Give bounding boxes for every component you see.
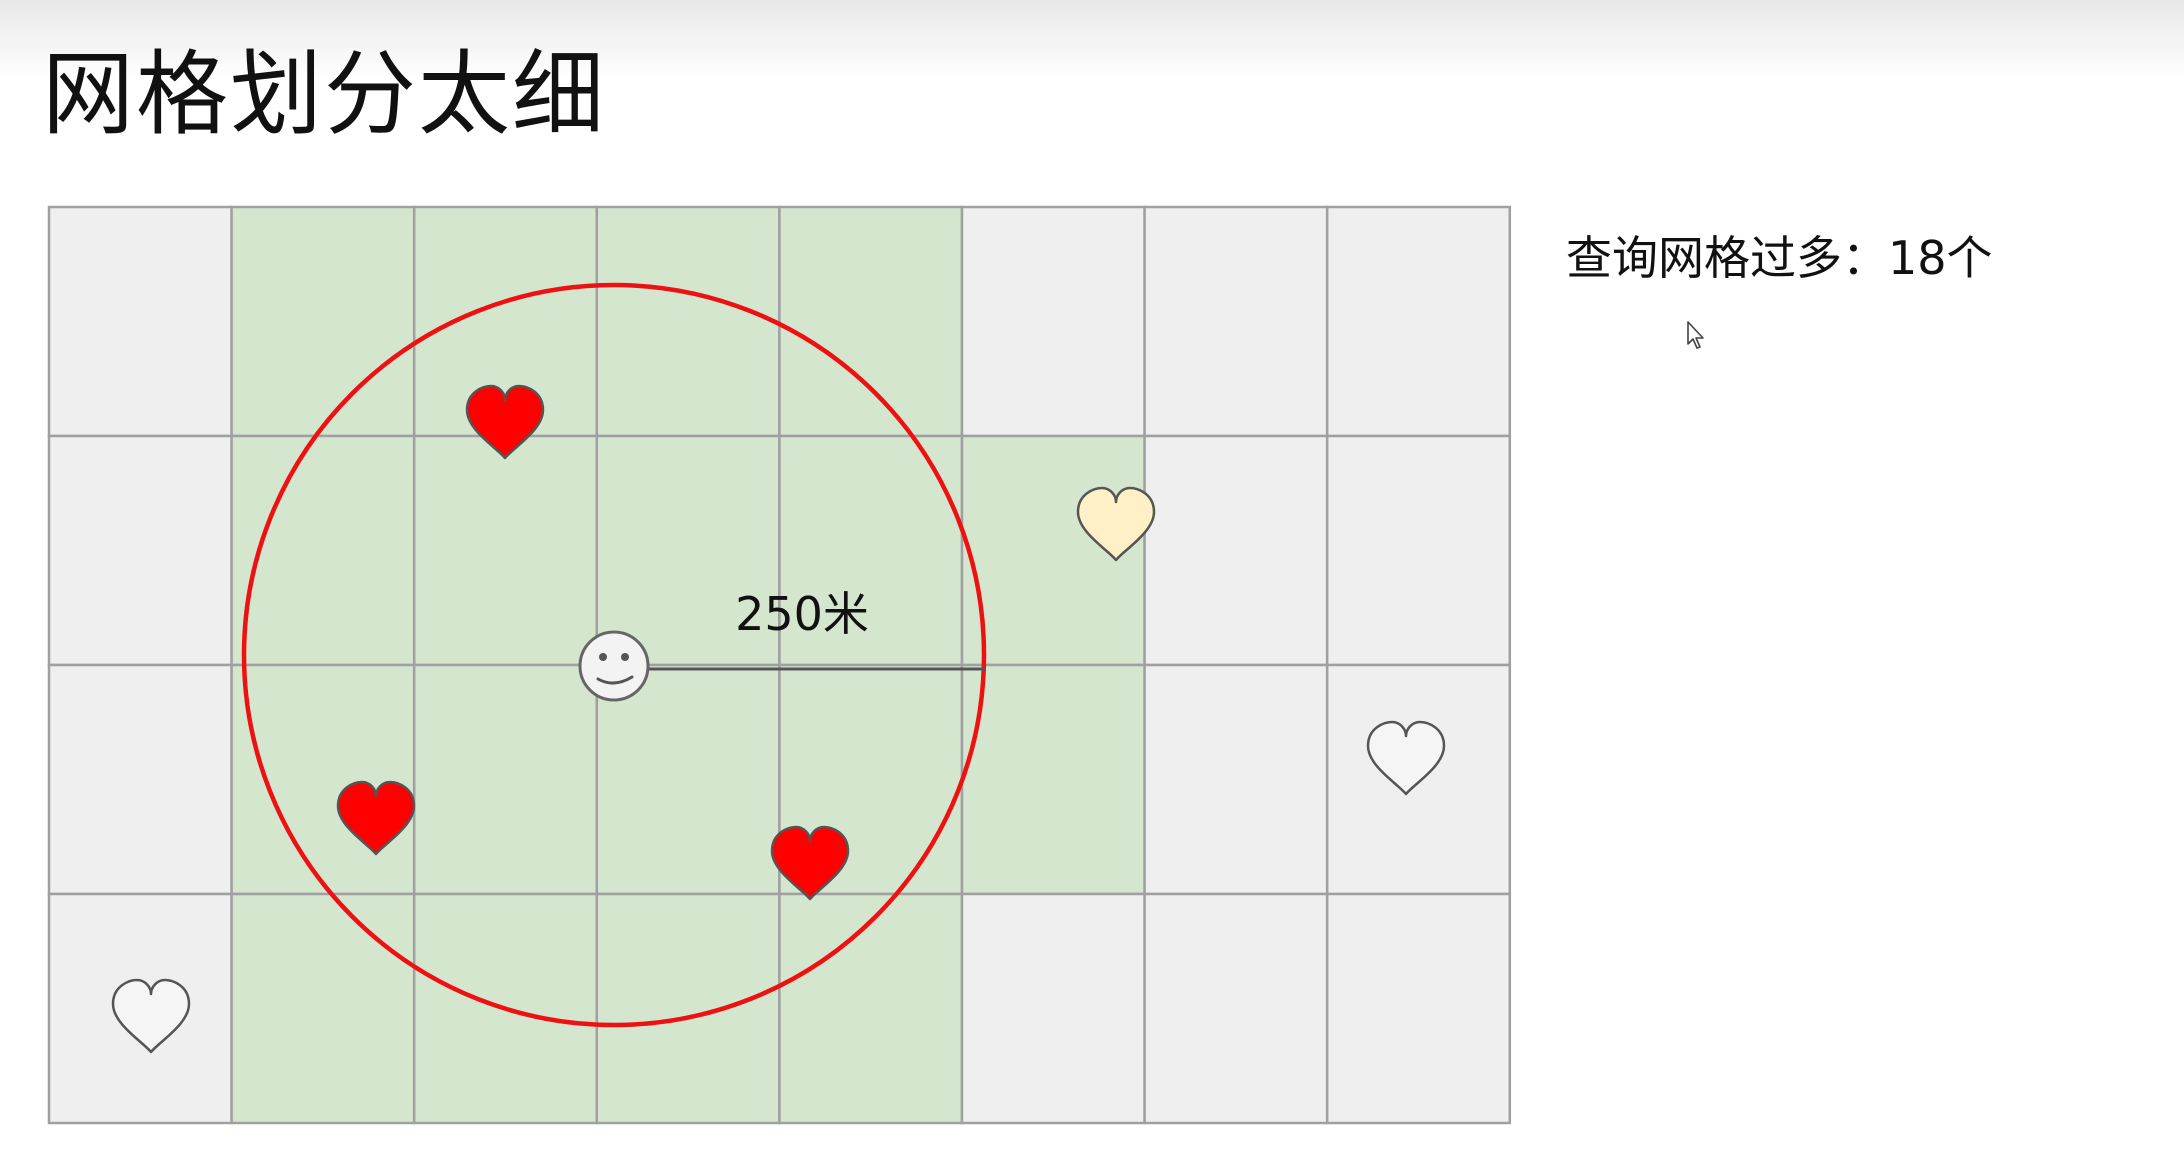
grid-cell [47,434,233,667]
grid-cell [47,663,233,896]
heart-outline-icon [111,978,191,1054]
grid-cell [1325,434,1512,667]
grid-cell-highlighted [230,663,416,896]
grid-cell-highlighted [230,205,416,438]
grid-cell-highlighted [595,663,781,896]
heart-red-icon [336,780,416,856]
grid-cell-highlighted [412,663,599,896]
grid-cell [1143,434,1329,667]
slide-title: 网格划分太细 [42,41,607,148]
grid-cell-highlighted [230,892,416,1125]
query-count-note: 查询网格过多：18个 [1566,231,1993,285]
grid-cell-highlighted [778,892,964,1125]
heart-red-icon [465,384,545,460]
grid-cell-highlighted [595,892,781,1125]
smiley-eye-right [621,653,629,661]
grid-cell-highlighted [412,434,599,667]
top-shade [0,0,2184,80]
grid-cell [1325,892,1512,1125]
grid-cell-highlighted [960,663,1146,896]
search-radius-circle [241,282,987,1028]
heart-yellow-icon [1076,486,1156,562]
mouse-cursor-icon [1687,321,1704,349]
heart-red-icon [770,825,850,901]
grid-cell [1143,663,1329,896]
grid-cell [1143,892,1329,1125]
smiley-mouth [596,675,634,685]
smiley-eye-left [599,653,607,661]
grid-cell-highlighted [778,205,964,438]
grid-cell-highlighted [595,205,781,438]
grid-cell-highlighted [778,434,964,667]
smiley-face-icon [578,630,650,702]
grid-cell [1143,205,1329,438]
grid-cell [960,892,1146,1125]
heart-outline-icon [1366,720,1446,796]
grid-cell [1325,205,1512,438]
grid-cell [47,205,233,438]
grid-cell [960,205,1146,438]
radius-label: 250米 [735,587,869,641]
